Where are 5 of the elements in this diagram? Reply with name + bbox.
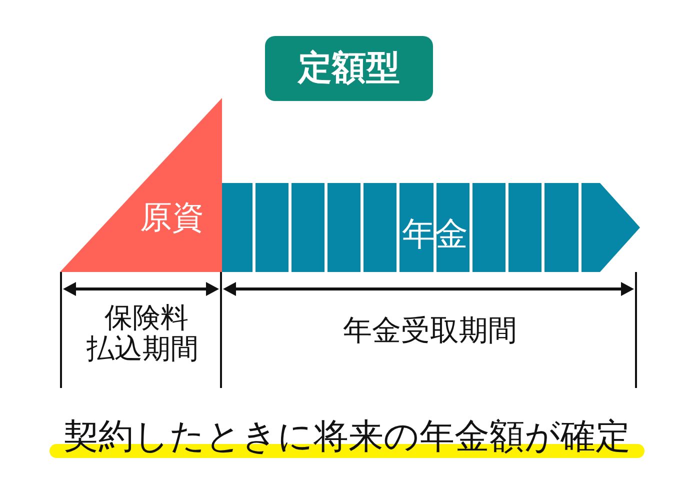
node-label: 年金 xyxy=(401,216,469,252)
node-label: 原資 xyxy=(139,200,205,236)
period-label: 年金受取期間 xyxy=(342,314,518,348)
title-badge: 定額型 xyxy=(265,36,433,101)
period-label: 保険料払込期間 xyxy=(85,302,200,364)
